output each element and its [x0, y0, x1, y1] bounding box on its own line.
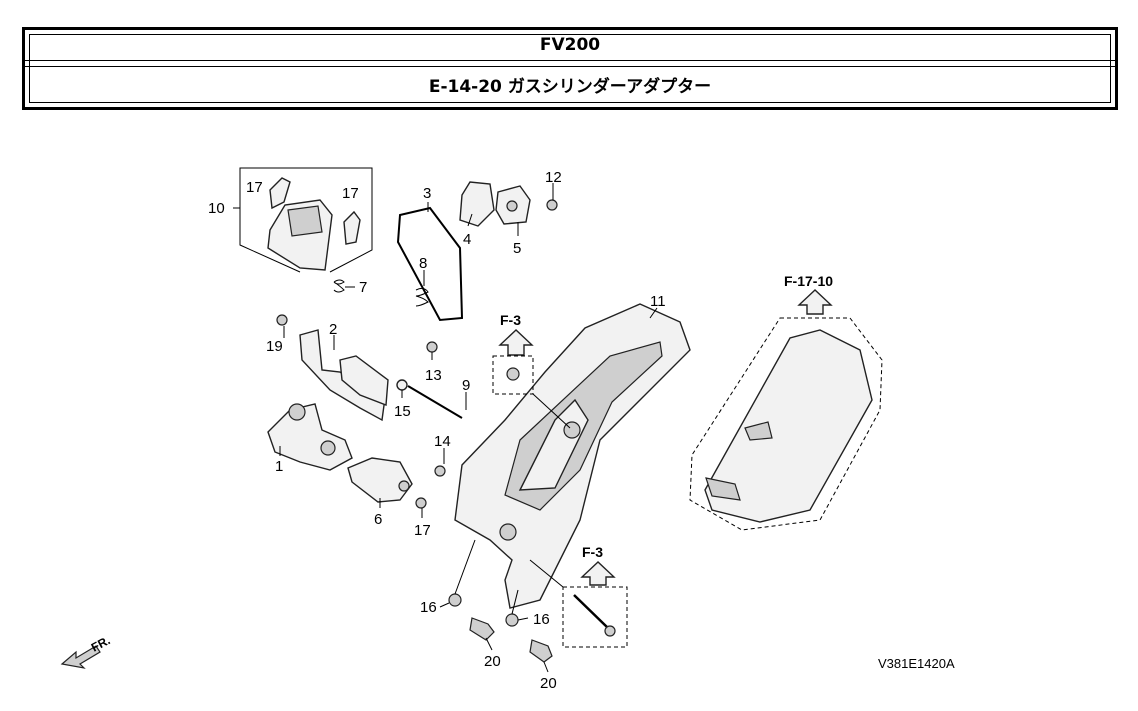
part-20-bolt-left — [469, 617, 495, 641]
part-13-nut — [426, 341, 438, 353]
callout-15: 15 — [394, 403, 411, 420]
title-frame: FV200 E-14-20 ガスシリンダーアダプター — [22, 27, 1118, 110]
model-name: FV200 — [539, 35, 601, 55]
part-18-bolt — [415, 497, 427, 509]
callout-10: 10 — [208, 200, 225, 217]
callout-13: 13 — [425, 367, 442, 384]
assembly-10-group — [239, 167, 373, 273]
part-cover-f17-10 — [704, 329, 873, 523]
callout-2: 2 — [329, 321, 337, 338]
section-title-row: E-14-20 ガスシリンダーアダプター — [25, 72, 1115, 97]
part-16-collar-right — [505, 613, 519, 627]
callout-16-right: 16 — [533, 611, 550, 628]
section-code: E-14-20 — [428, 77, 502, 97]
drawing-code: V381E1420A — [878, 656, 955, 671]
callout-14: 14 — [434, 433, 451, 450]
callout-9: 9 — [462, 377, 470, 394]
part-4-cover — [459, 181, 495, 227]
callout-5: 5 — [513, 240, 521, 257]
callout-6: 6 — [374, 511, 382, 528]
part-17-cap-left — [269, 177, 291, 210]
part-6-adapter — [347, 457, 413, 503]
callout-18: 17 — [414, 522, 431, 539]
part-14-nut — [434, 465, 446, 477]
part-3-wire — [396, 206, 464, 322]
title-inner-border — [29, 34, 1111, 103]
callout-12: 12 — [545, 169, 562, 186]
callout-19: 19 — [266, 338, 283, 355]
callout-11: 11 — [650, 293, 666, 310]
section-title: ガスシリンダーアダプター — [507, 77, 712, 97]
part-20-bolt-right — [529, 639, 553, 663]
ref-f3-right-group — [529, 559, 628, 648]
part-17-cap-right — [343, 210, 361, 245]
title-divider — [25, 60, 1115, 67]
part-16-collar-left — [448, 593, 462, 607]
part-7-spring — [333, 279, 345, 293]
part-8-spring — [415, 287, 429, 307]
front-arrow: FR. — [60, 633, 112, 669]
callout-17-left: 17 — [246, 179, 263, 196]
ref-f3-left: F-3 — [500, 312, 521, 328]
part-19-nut — [276, 314, 288, 326]
ref-f3-right: F-3 — [582, 544, 603, 560]
callout-3: 3 — [423, 185, 431, 202]
ref-f3-left-group — [492, 329, 571, 429]
callout-20-right: 20 — [540, 675, 557, 692]
callout-16-left: 16 — [420, 599, 437, 616]
callout-1: 1 — [275, 458, 283, 475]
callout-17-right: 17 — [342, 185, 359, 202]
callout-8: 8 — [419, 255, 427, 272]
part-12-nut — [546, 199, 558, 211]
part-15-washer — [396, 379, 408, 391]
callout-7: 7 — [359, 279, 367, 296]
ref-f17-10-group — [689, 289, 883, 531]
callout-20-left: 20 — [484, 653, 501, 670]
part-9-rod — [407, 385, 463, 419]
callout-4: 4 — [463, 231, 471, 248]
ref-f17-10: F-17-10 — [784, 273, 833, 289]
